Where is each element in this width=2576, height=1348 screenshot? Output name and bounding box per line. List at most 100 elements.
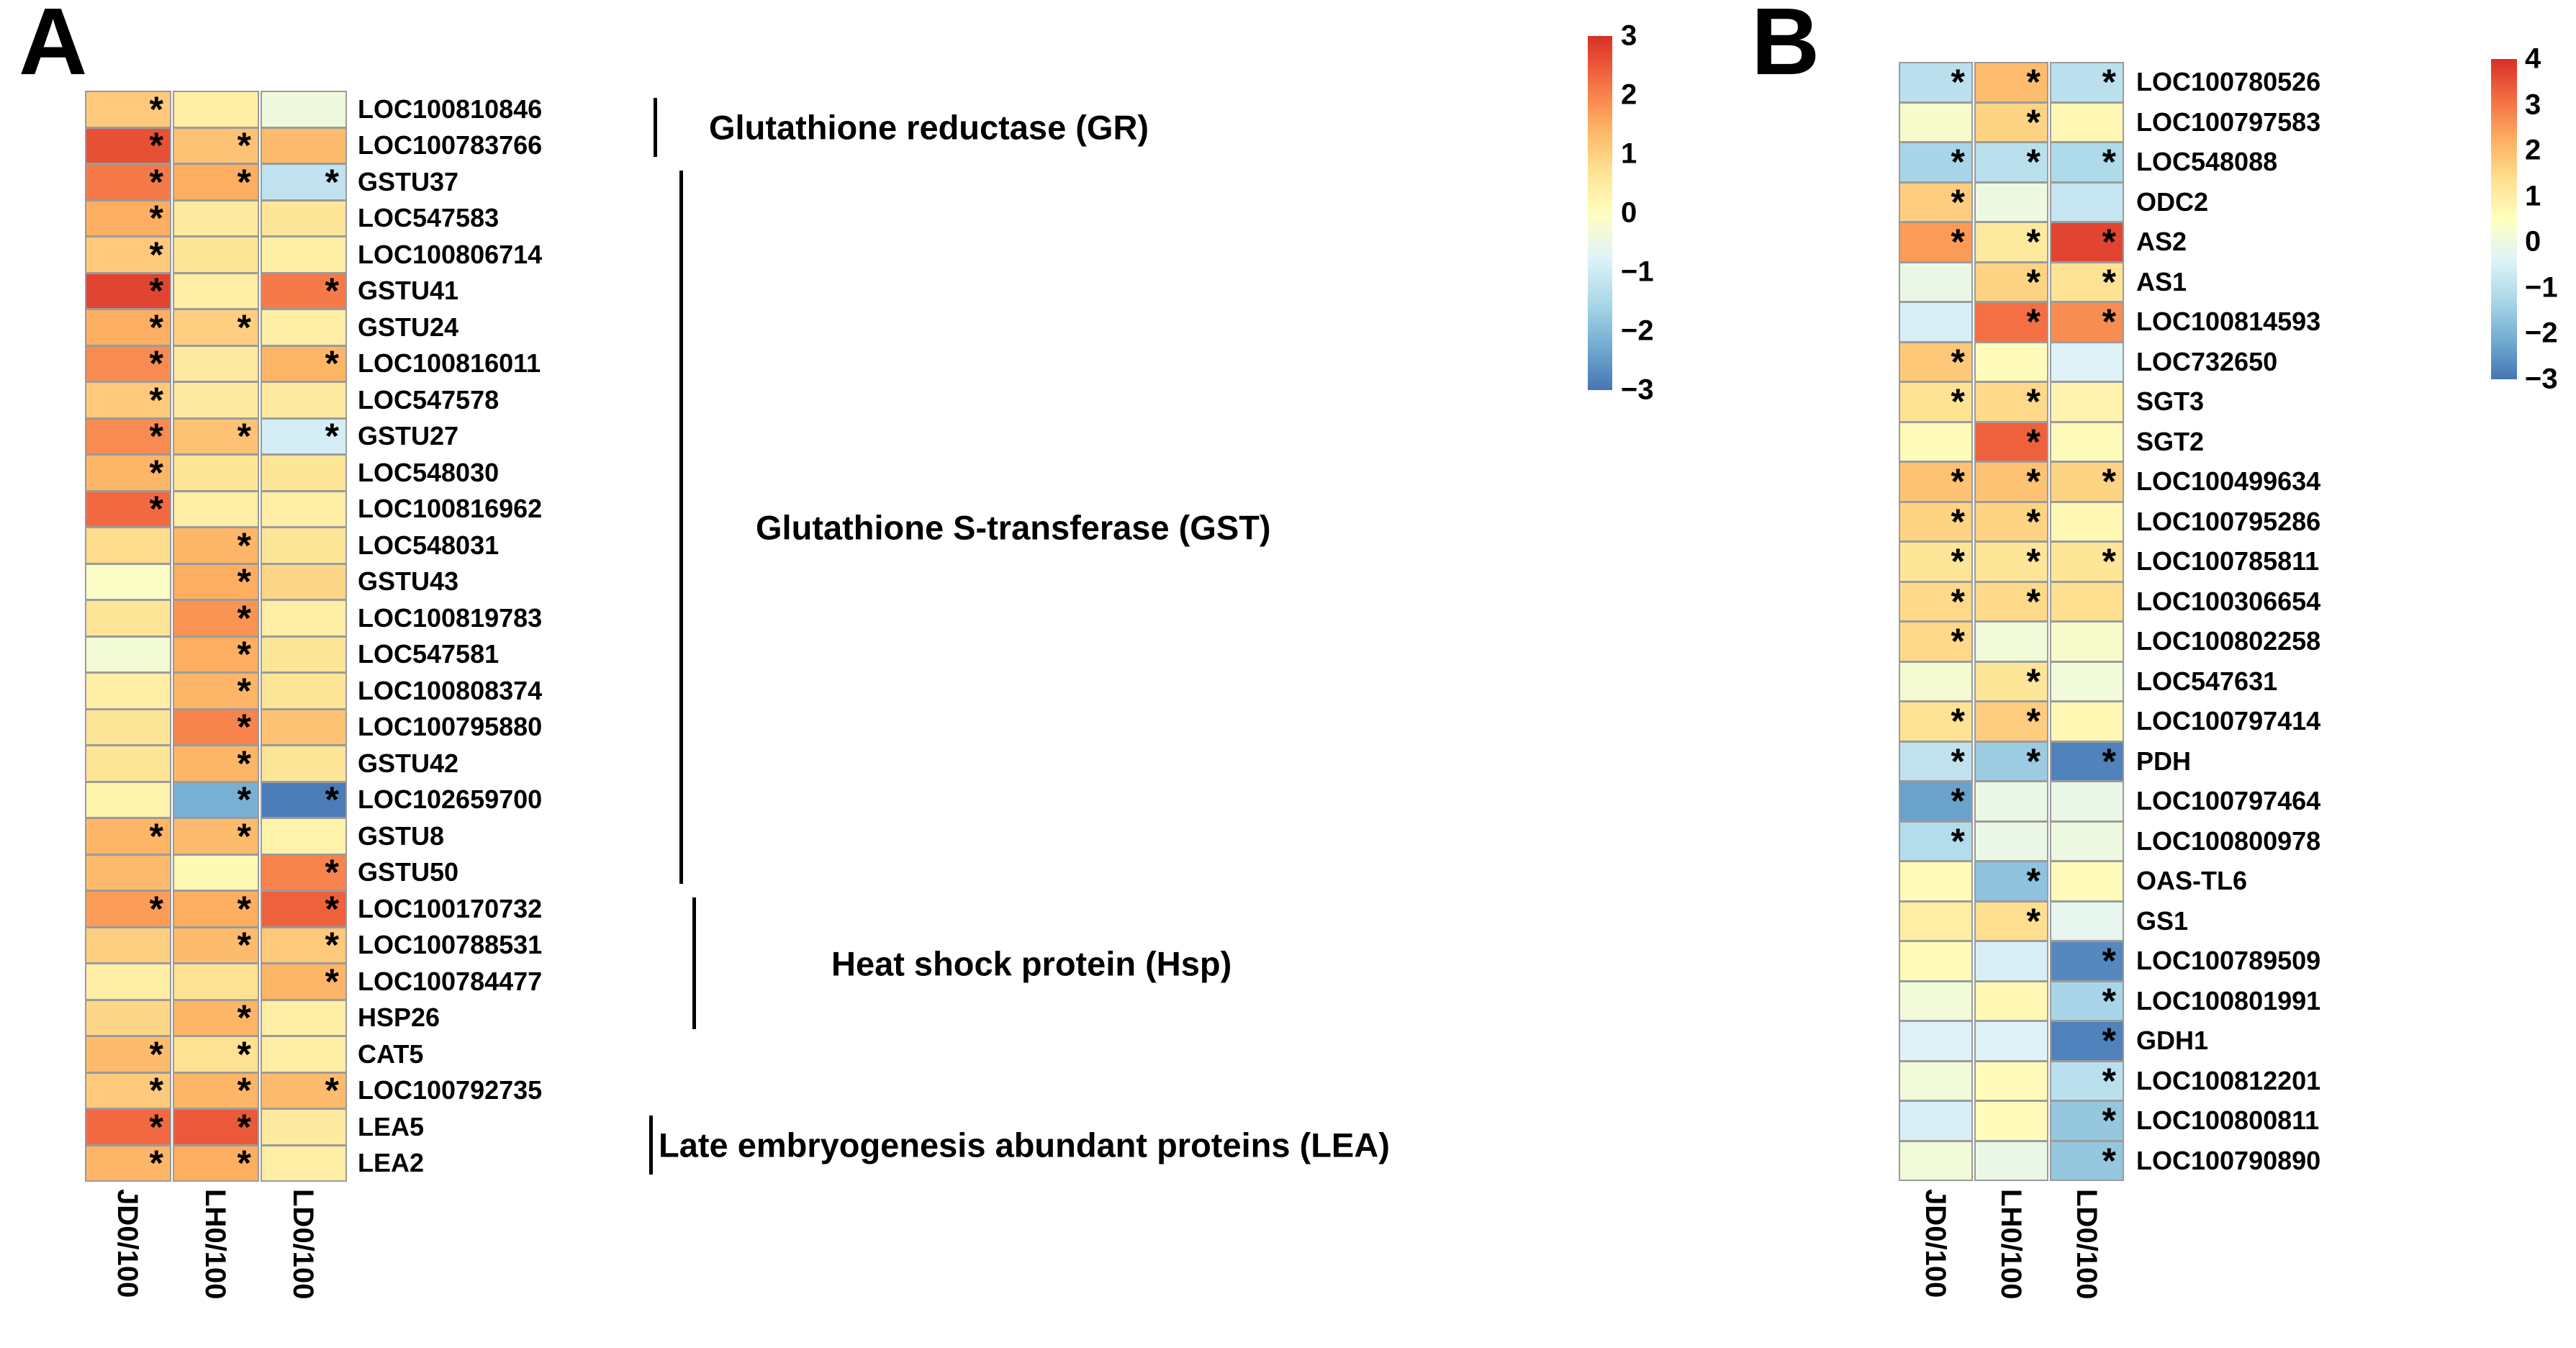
heatmap-cell: * bbox=[173, 635, 259, 673]
heatmap-cell: * bbox=[1974, 581, 2048, 622]
colorbar-tick: 2 bbox=[1621, 78, 1637, 111]
heatmap-cell: * bbox=[2050, 302, 2124, 343]
heatmap-cell bbox=[1974, 1021, 2048, 1062]
heatmap-cell: * bbox=[173, 999, 259, 1036]
heatmap-cell: * bbox=[1974, 461, 2048, 502]
column-label: LD0/100 bbox=[287, 1189, 319, 1300]
heatmap-cell bbox=[1899, 1060, 1973, 1101]
heatmap-cell bbox=[2050, 101, 2124, 143]
heatmap-cell: * bbox=[1974, 101, 2048, 143]
heatmap-cell bbox=[1974, 781, 2048, 822]
heatmap-cell bbox=[1974, 941, 2048, 982]
gene-label: GS1 bbox=[2136, 905, 2189, 936]
heatmap-cell bbox=[1899, 421, 1973, 462]
heatmap-cell bbox=[2050, 820, 2124, 861]
column-label: JD0/100 bbox=[1919, 1189, 1951, 1298]
colorbar-tick: 3 bbox=[2525, 89, 2541, 121]
colorbar-tick: 4 bbox=[2525, 42, 2541, 75]
heatmap-cell bbox=[261, 745, 347, 782]
heatmap-cell bbox=[2050, 661, 2124, 702]
gene-label: GSTU41 bbox=[358, 276, 459, 306]
heatmap-cell bbox=[261, 672, 347, 710]
heatmap-cell: * bbox=[1899, 820, 1973, 861]
heatmap-cell bbox=[85, 926, 171, 964]
gene-label: LOC100814593 bbox=[2136, 307, 2321, 337]
heatmap-cell bbox=[261, 236, 347, 273]
heatmap-cell: * bbox=[173, 527, 259, 564]
gene-label: LOC100797583 bbox=[2136, 107, 2321, 137]
heatmap-cell bbox=[2050, 581, 2124, 622]
gene-label: AS2 bbox=[2136, 227, 2187, 257]
heatmap-cell bbox=[1899, 861, 1973, 902]
gene-label: GSTU37 bbox=[358, 166, 459, 196]
category-label: Late embryogenesis abundant proteins (LE… bbox=[659, 1126, 1390, 1164]
heatmap-cell bbox=[2050, 861, 2124, 902]
gene-label: LOC100790890 bbox=[2136, 1145, 2321, 1175]
heatmap-cell: * bbox=[261, 417, 347, 455]
column-label: JD0/100 bbox=[112, 1189, 143, 1298]
heatmap-cell: * bbox=[2050, 142, 2124, 183]
heatmap-cell bbox=[261, 708, 347, 746]
heatmap-cell bbox=[85, 854, 171, 891]
heatmap-cell bbox=[2050, 501, 2124, 542]
heatmap-cell bbox=[1899, 661, 1973, 702]
gene-label: LOC100808374 bbox=[358, 675, 543, 705]
heatmap-cell: * bbox=[173, 1036, 259, 1073]
colorbar-tick: 0 bbox=[2525, 225, 2541, 258]
heatmap-cell: * bbox=[85, 127, 171, 164]
heatmap-cell: * bbox=[1974, 302, 2048, 343]
heatmap-cell: * bbox=[173, 708, 259, 746]
heatmap-cell: * bbox=[173, 672, 259, 710]
gene-label: LOC100789509 bbox=[2136, 946, 2321, 976]
heatmap-cell bbox=[261, 490, 347, 528]
heatmap-cell: * bbox=[261, 890, 347, 928]
heatmap-cell: * bbox=[85, 1144, 171, 1182]
heatmap-cell: * bbox=[1899, 222, 1973, 263]
heatmap-cell: * bbox=[2050, 541, 2124, 582]
colorbar-tick: −1 bbox=[2525, 271, 2558, 304]
heatmap-cell bbox=[85, 745, 171, 782]
gene-label: LOC100800978 bbox=[2136, 825, 2321, 856]
gene-label: LOC100797414 bbox=[2136, 706, 2321, 736]
heatmap-cell: * bbox=[1974, 501, 2048, 542]
gene-label: GSTU43 bbox=[358, 566, 459, 597]
gene-label: LOC100784477 bbox=[358, 966, 543, 996]
heatmap-cell bbox=[173, 236, 259, 273]
heatmap-cell bbox=[261, 1036, 347, 1073]
heatmap-cell: * bbox=[1974, 421, 2048, 462]
gene-label: LOC732650 bbox=[2136, 346, 2278, 376]
colorbar-tick: 3 bbox=[1621, 19, 1637, 52]
colorbar-tick: −2 bbox=[2525, 317, 2558, 349]
heatmap-cell: * bbox=[173, 563, 259, 600]
heatmap-cell bbox=[1899, 1140, 1973, 1181]
heatmap-cell: * bbox=[1899, 142, 1973, 183]
gene-label: GSTU8 bbox=[358, 820, 445, 851]
heatmap-cell bbox=[85, 999, 171, 1036]
heatmap-cell bbox=[261, 527, 347, 564]
gene-label: LOC547578 bbox=[358, 384, 500, 415]
heatmap-cell: * bbox=[1899, 621, 1973, 662]
heatmap-cell bbox=[261, 999, 347, 1036]
gene-label: LOC102659700 bbox=[358, 784, 543, 815]
gene-label: ODC2 bbox=[2136, 186, 2209, 217]
gene-label: LOC100785811 bbox=[2136, 546, 2320, 576]
heatmap-cell: * bbox=[1899, 181, 1973, 222]
heatmap-cell bbox=[1899, 101, 1973, 143]
heatmap-cell: * bbox=[261, 163, 347, 201]
heatmap-cell: * bbox=[85, 199, 171, 237]
heatmap-cell bbox=[173, 963, 259, 1000]
heatmap-cell: * bbox=[85, 818, 171, 855]
heatmap-cell: * bbox=[85, 272, 171, 309]
heatmap-cell: * bbox=[1899, 581, 1973, 622]
heatmap-cell bbox=[1899, 980, 1973, 1021]
heatmap-cell: * bbox=[1899, 781, 1973, 822]
heatmap-cell: * bbox=[2050, 222, 2124, 263]
heatmap-cell: * bbox=[1974, 900, 2048, 941]
heatmap-cell bbox=[1974, 980, 2048, 1021]
colorbar-tick: 1 bbox=[2525, 180, 2541, 212]
heatmap-cell: * bbox=[85, 163, 171, 201]
heatmap-cell: * bbox=[1899, 701, 1973, 742]
gene-label: GSTU42 bbox=[358, 748, 459, 778]
gene-label: LOC547631 bbox=[2136, 666, 2278, 696]
heatmap-cell: * bbox=[1974, 701, 2048, 742]
